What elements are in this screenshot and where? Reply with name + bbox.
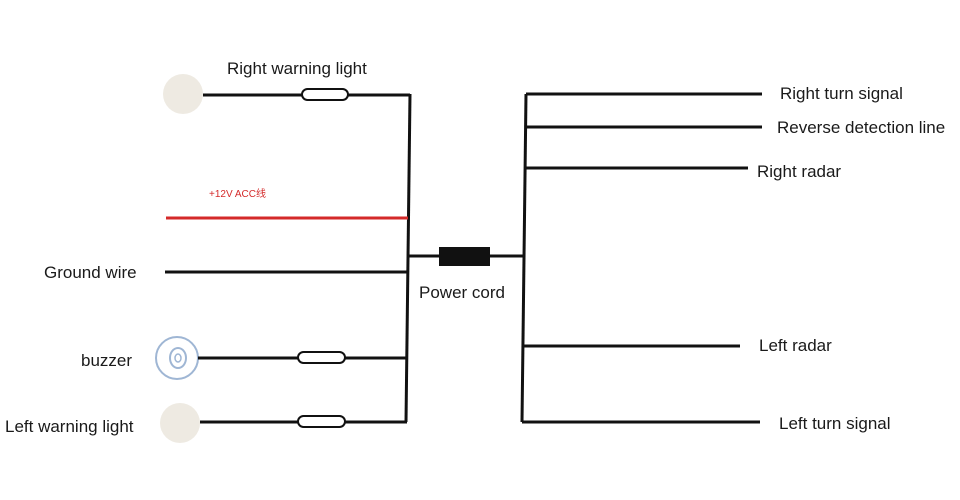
left-warning-light-icon — [160, 403, 200, 443]
right-radar-label: Right radar — [757, 162, 841, 181]
right-turn-signal-label: Right turn signal — [780, 84, 903, 103]
power-cord-label: Power cord — [419, 283, 505, 302]
buzzer-label: buzzer — [81, 351, 132, 370]
connector-block-icon — [439, 247, 490, 266]
left-warning-light-label: Left warning light — [5, 417, 134, 436]
left-warning-light-fuse-icon — [297, 415, 346, 428]
left-bus-line — [404, 93, 412, 423]
right-warning-light-label: Right warning light — [227, 59, 367, 78]
right-bus-line — [520, 93, 528, 423]
reverse-detection-line-label: Reverse detection line — [777, 118, 945, 137]
right-warning-light-icon — [163, 74, 203, 114]
acc-wire-label: +12V ACC线 — [209, 187, 266, 200]
left-turn-signal-label: Left turn signal — [779, 414, 891, 433]
right-warning-light-fuse-icon — [301, 88, 349, 101]
ground-wire-label: Ground wire — [44, 263, 137, 282]
buzzer-core — [174, 353, 182, 363]
buzzer-inner-ring — [169, 347, 187, 369]
left-radar-label: Left radar — [759, 336, 832, 355]
buzzer-fuse-icon — [297, 351, 346, 364]
buzzer-icon — [155, 336, 199, 380]
